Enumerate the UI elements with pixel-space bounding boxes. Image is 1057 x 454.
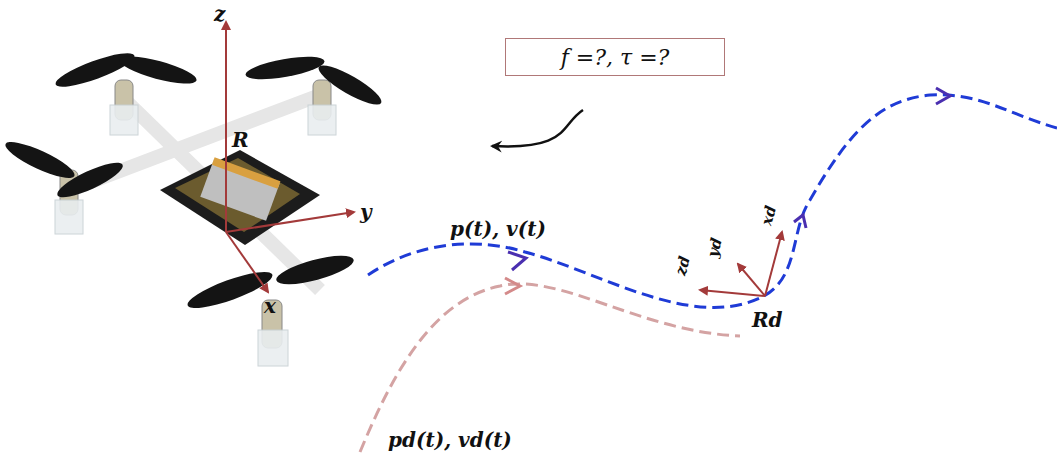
- axis-label: x: [264, 296, 276, 316]
- desired-frame: [700, 232, 782, 296]
- actual-trajectory: [368, 95, 1057, 308]
- axis-label: xd: [760, 204, 780, 227]
- callout-arrow: [492, 110, 583, 146]
- rotation-label: Rd: [752, 310, 783, 330]
- rotation-label: R: [232, 130, 249, 150]
- trajectory-label: pd(t), vd(t): [388, 430, 512, 450]
- desired-trajectory: [360, 284, 740, 452]
- quadrotor: [2, 47, 386, 366]
- box-text: f =?, τ =?: [561, 45, 670, 70]
- axis-label: z: [214, 4, 225, 24]
- trajectory-label: p(t), v(t): [450, 219, 546, 239]
- axis-label: yd: [706, 237, 725, 259]
- body-frame: [226, 22, 354, 292]
- question-box: f =?, τ =?: [505, 38, 725, 76]
- axis-label: y: [360, 202, 372, 222]
- axis-label: zd: [674, 255, 693, 277]
